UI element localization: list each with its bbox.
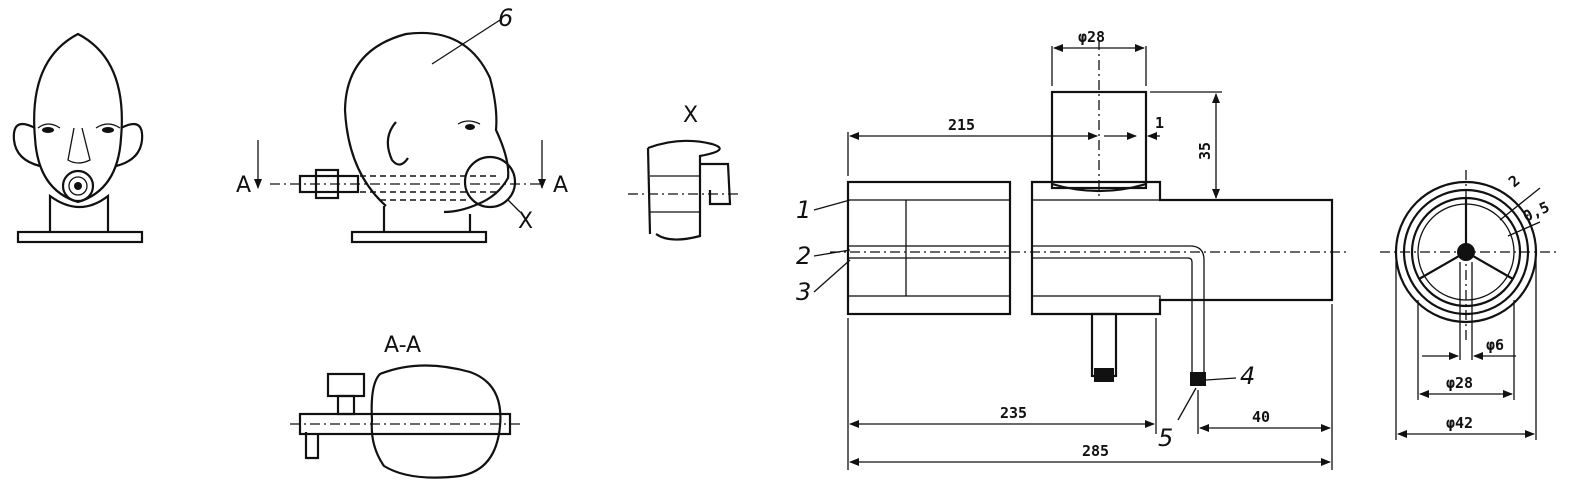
dim-0-5: 0,5 xyxy=(1520,198,1552,226)
dim-40: 40 xyxy=(1252,408,1270,426)
part-label-6: 6 xyxy=(498,4,513,32)
end-view: φ6 φ28 φ42 2 0,5 xyxy=(1380,170,1556,440)
side-view-head: 6 A A X xyxy=(236,4,568,244)
dim-phi28-top: φ28 xyxy=(1078,28,1105,46)
section-aa-view: A-A xyxy=(290,333,520,479)
dim-1: 1 xyxy=(1155,114,1164,132)
callout-4: 4 xyxy=(1240,362,1255,390)
tube-assembly-view: φ28 215 1 35 235 40 285 1 2 3 4 5 xyxy=(796,28,1350,470)
detail-marker-x: X xyxy=(518,209,533,234)
dim-phi42: φ42 xyxy=(1446,414,1473,432)
detail-x-title: X xyxy=(683,103,698,128)
dim-215: 215 xyxy=(948,116,975,134)
callout-2: 2 xyxy=(796,242,811,270)
dim-235: 235 xyxy=(1000,404,1027,422)
dim-35: 35 xyxy=(1196,142,1214,160)
dim-phi6: φ6 xyxy=(1486,336,1504,354)
callout-1: 1 xyxy=(796,196,811,224)
section-aa-title: A-A xyxy=(384,333,421,358)
front-view-head xyxy=(12,32,144,244)
callout-3: 3 xyxy=(796,278,811,306)
dim-285: 285 xyxy=(1082,442,1109,460)
callout-5: 5 xyxy=(1158,424,1173,452)
section-marker-right: A xyxy=(553,173,568,198)
dim-2: 2 xyxy=(1505,171,1523,191)
detail-x-view: X xyxy=(628,103,740,241)
section-marker-left: A xyxy=(236,173,251,198)
dim-phi28: φ28 xyxy=(1446,374,1473,392)
